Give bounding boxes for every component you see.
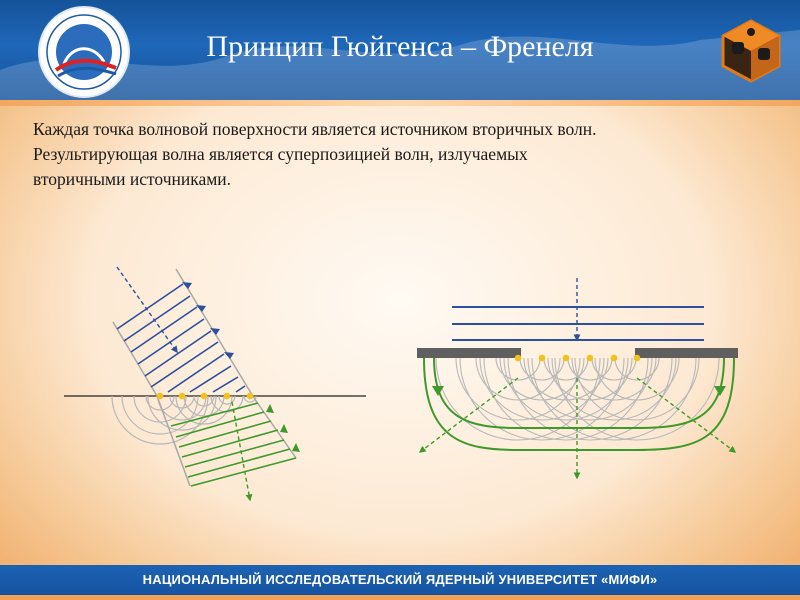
result-arrows (432, 386, 726, 396)
slide-title: Принцип Гюйгенса – Френеля (206, 30, 594, 63)
incident-wavefronts (116, 283, 246, 393)
body-line-3: вторичными источниками. (33, 169, 232, 189)
secondary-sources-right (514, 354, 641, 362)
footer-stripe (0, 595, 800, 600)
body-text: Каждая точка волновой поверхности являет… (33, 117, 763, 192)
body-line-2: Результирующая волна является суперпозиц… (33, 144, 528, 164)
header-stripe (0, 100, 800, 106)
incident-ray (116, 266, 178, 354)
diffraction-diagram (417, 278, 738, 480)
refracted-beam-edge (156, 395, 191, 487)
screen-left (417, 348, 521, 358)
secondary-wavelets-right (435, 358, 720, 441)
body-line-1: Каждая точка волновой поверхности являет… (33, 119, 597, 139)
header-map-background (0, 30, 800, 100)
diffracted-rays (418, 377, 737, 480)
refracted-wavefronts (170, 402, 297, 487)
footer-bar: НАЦИОНАЛЬНЫЙ ИССЛЕДОВАТЕЛЬСКИЙ ЯДЕРНЫЙ У… (0, 565, 800, 595)
incident-edge-arrows (182, 282, 234, 359)
footer-text: НАЦИОНАЛЬНЫЙ ИССЛЕДОВАТЕЛЬСКИЙ ЯДЕРНЫЙ У… (142, 572, 658, 587)
mephi-emblem-icon (36, 4, 132, 100)
plane-wavefronts (452, 306, 704, 341)
screen-right (635, 348, 738, 358)
cube-logo-icon (718, 18, 784, 84)
header-bar: Принцип Гюйгенса – Френеля (0, 0, 800, 100)
incident-beam-edge (112, 321, 158, 397)
secondary-sources-left (156, 392, 254, 400)
refracted-ray (231, 401, 253, 502)
refracted-edge-arrows (266, 404, 300, 452)
refraction-diagram (64, 266, 366, 502)
refracted-beam-edge (253, 397, 297, 459)
